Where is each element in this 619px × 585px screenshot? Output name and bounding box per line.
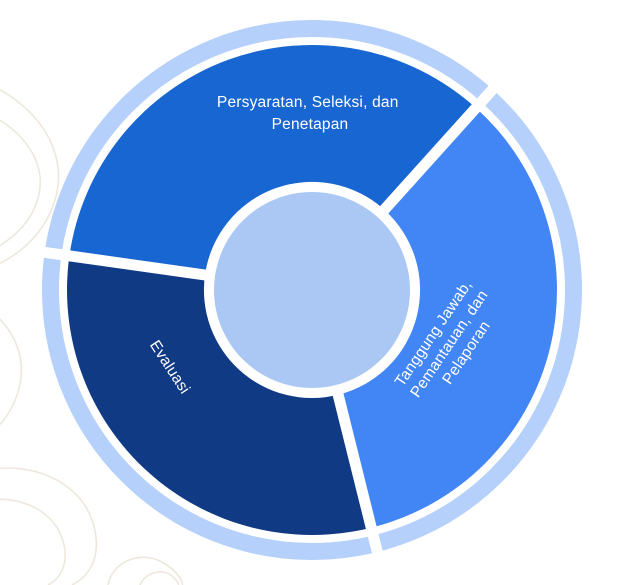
outer-ring [42,20,582,560]
segment-persyaratan [69,45,476,276]
segment-divider [31,245,229,284]
contour-decoration [0,89,184,585]
center-circle [214,192,410,388]
segment-evaluasi [67,255,372,535]
segment-label-persyaratan: Persyaratan, Seleksi, dan Penetapan [217,94,403,133]
contour-line [107,556,184,585]
contour-line [139,571,180,585]
contour-line [0,89,60,265]
contour-line [0,119,41,247]
segment-divider [327,371,386,565]
segment-tanggung-jawab [338,107,557,528]
segment-dividers [31,76,505,565]
segments-group [67,45,557,535]
contour-line [0,498,66,585]
contour-line [0,318,23,426]
contour-line [0,467,98,585]
segment-divider [364,76,505,231]
segment-label-line: Persyaratan, Seleksi, dan [217,94,399,111]
segment-label-line: Penetapan [272,116,349,133]
